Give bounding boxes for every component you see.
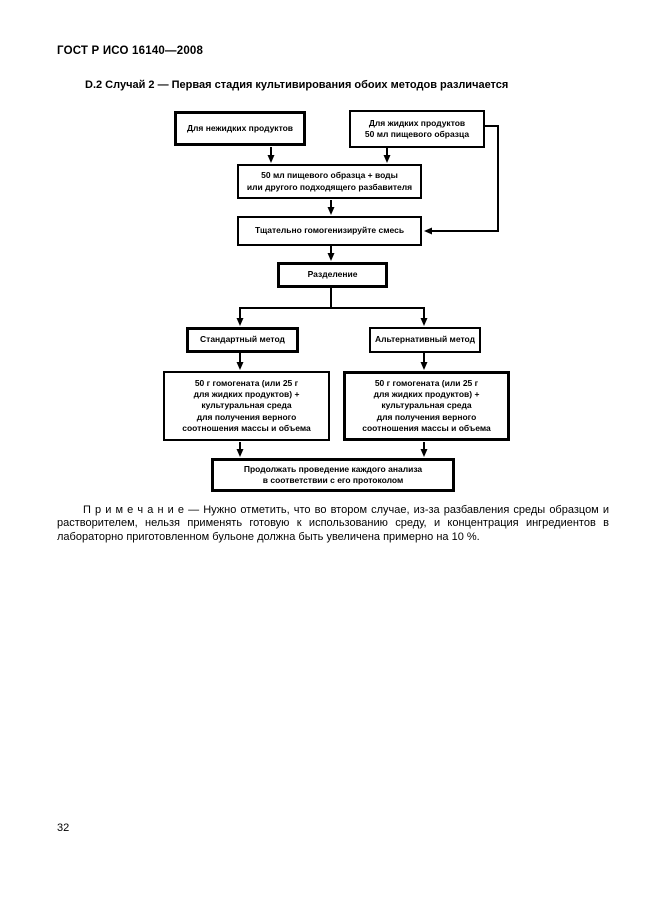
flowchart-box-standard-method: Стандартный метод [186, 327, 299, 353]
flowchart-box-liquid-products: Для жидких продуктов 50 мл пищевого обра… [349, 110, 485, 148]
flowchart-box-nonliquid-products: Для нежидких продуктов [174, 111, 306, 146]
flowchart-box-alternative-method: Альтернативный метод [369, 327, 481, 353]
flowchart-box-diluent: 50 мл пищевого образца + воды или другог… [237, 164, 422, 199]
flowchart-box-homogenize: Тщательно гомогенизируйте смесь [237, 216, 422, 246]
flowchart-box-final: Продолжать проведение каждого анализа в … [211, 458, 455, 492]
flowchart-box-separation: Разделение [277, 262, 388, 288]
section-title: D.2 Случай 2 — Первая стадия культивиров… [85, 79, 509, 91]
page-number: 32 [57, 822, 70, 834]
document-header: ГОСТ Р ИСО 16140—2008 [57, 45, 204, 57]
note-paragraph: П р и м е ч а н и е — Нужно отметить, чт… [57, 504, 609, 543]
flowchart-box-alternative-detail: 50 г гомогената (или 25 г для жидких про… [343, 371, 510, 441]
flowchart-box-standard-detail: 50 г гомогената (или 25 г для жидких про… [163, 371, 330, 441]
